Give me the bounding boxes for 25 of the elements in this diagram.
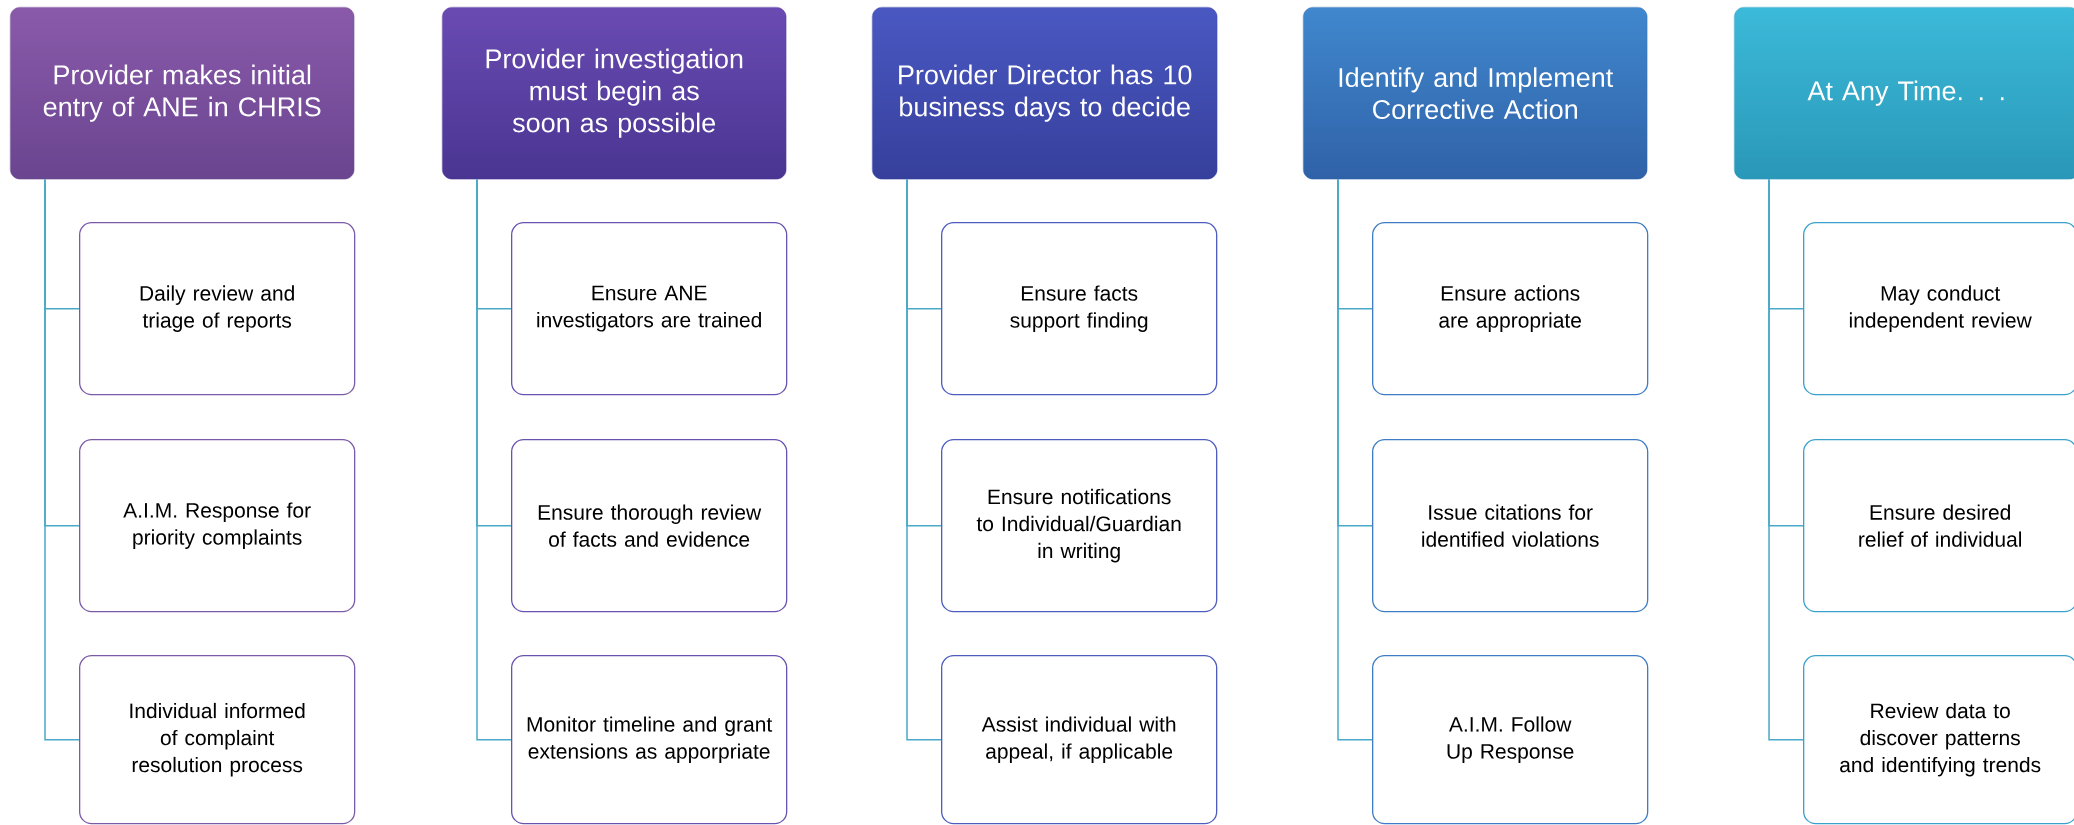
step-box: Ensure ANE investigators are trained xyxy=(511,222,788,396)
step-box: Daily review and triage of reports xyxy=(79,222,356,396)
step-box: Individual informed of complaint resolution process xyxy=(79,655,356,825)
header-box: Provider makes initial entry of ANE in CHRIS xyxy=(10,7,355,180)
connector-line xyxy=(906,178,942,741)
step-box: Monitor timeline and grant extensions as apporpriate xyxy=(511,655,788,825)
step-box: Assist individual with appeal, if applicable xyxy=(941,655,1218,825)
step-box: Ensure desired relief of individual xyxy=(1803,439,2074,613)
header-box: Provider investigation must begin as soon as possible xyxy=(442,7,787,180)
connector-line xyxy=(44,178,80,741)
connector-line xyxy=(476,178,512,741)
step-box: Ensure notifications to Individual/Guardian in writing xyxy=(941,439,1218,613)
step-box: Review data to discover patterns and identifying trends xyxy=(1803,655,2074,825)
header-box: At Any Time. . . xyxy=(1734,7,2074,180)
step-box: May conduct independent review xyxy=(1803,222,2074,396)
step-box: Ensure thorough review of facts and evidence xyxy=(511,439,788,613)
header-box: Identify and Implement Corrective Action xyxy=(1303,7,1648,180)
step-box: Ensure facts support finding xyxy=(941,222,1218,396)
step-box: Issue citations for identified violations xyxy=(1372,439,1649,613)
header-box: Provider Director has 10 business days to decide xyxy=(872,7,1218,180)
step-box: A.I.M. Follow Up Response xyxy=(1372,655,1649,825)
step-box: Ensure actions are appropriate xyxy=(1372,222,1649,396)
connector-line xyxy=(1768,178,1804,741)
step-box: A.I.M. Response for priority complaints xyxy=(79,439,356,613)
connector-line xyxy=(1337,178,1373,741)
